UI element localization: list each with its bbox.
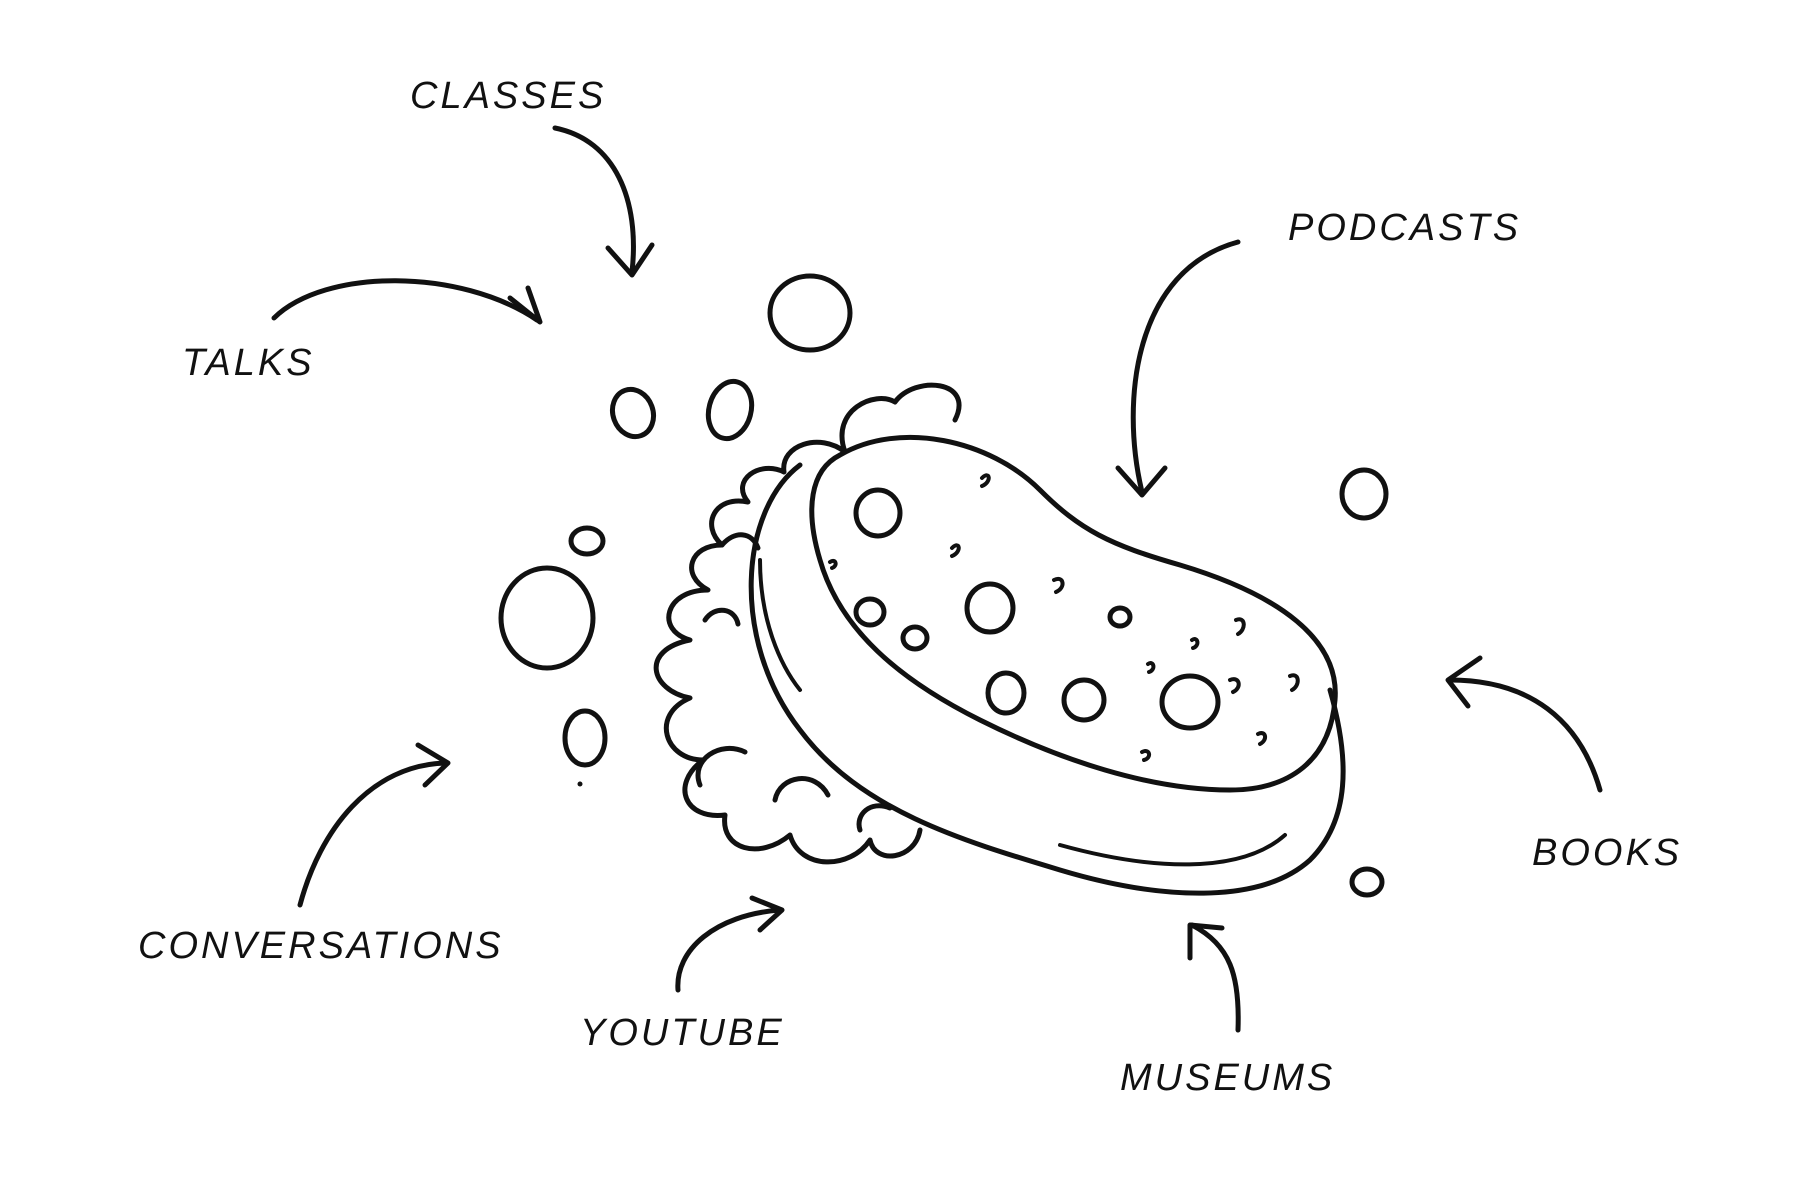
arrow-talks-icon <box>271 278 543 325</box>
label-classes: CLASSES <box>410 75 606 117</box>
bubbles-icon <box>498 273 1389 898</box>
label-books: BOOKS <box>1532 832 1682 874</box>
label-conversations: CONVERSATIONS <box>138 925 504 967</box>
arrow-classes-icon <box>552 125 655 278</box>
label-museums: MUSEUMS <box>1120 1057 1335 1099</box>
arrow-conversations-icon <box>297 742 451 908</box>
label-talks: TALKS <box>182 342 315 384</box>
sponge-icon <box>748 435 1346 896</box>
label-podcasts: PODCASTS <box>1288 207 1521 249</box>
arrow-museums-icon <box>1187 922 1241 1033</box>
label-youtube: YOUTUBE <box>580 1012 785 1054</box>
foam-icon <box>653 382 962 865</box>
arrow-podcasts-icon <box>1115 239 1241 498</box>
arrow-youtube-icon <box>675 895 785 993</box>
arrow-books-icon <box>1445 655 1603 793</box>
